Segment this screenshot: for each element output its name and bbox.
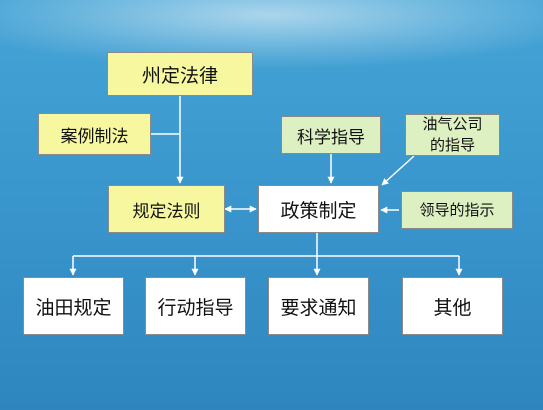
oil-gas-company-line1: 油气公司 <box>422 115 483 133</box>
box-oilfield-rules: 油田规定 <box>23 277 124 335</box>
box-regulations: 规定法则 <box>108 185 225 233</box>
box-scientific-guidance: 科学指导 <box>281 116 381 154</box>
box-other: 其他 <box>402 277 503 335</box>
box-oil-gas-company-guidance: 油气公司 的指导 <box>405 114 500 156</box>
box-requirement-notice: 要求通知 <box>268 277 369 335</box>
box-action-guidance: 行动指导 <box>145 277 246 335</box>
oil-gas-company-line2: 的指导 <box>429 136 475 154</box>
box-state-law: 州定法律 <box>107 52 253 96</box>
box-policy-making: 政策制定 <box>258 185 379 233</box>
box-case-law: 案例制法 <box>38 113 151 155</box>
arrow-oilgas-to-policy <box>381 155 415 186</box>
box-leadership-directive: 领导的指示 <box>401 191 513 229</box>
